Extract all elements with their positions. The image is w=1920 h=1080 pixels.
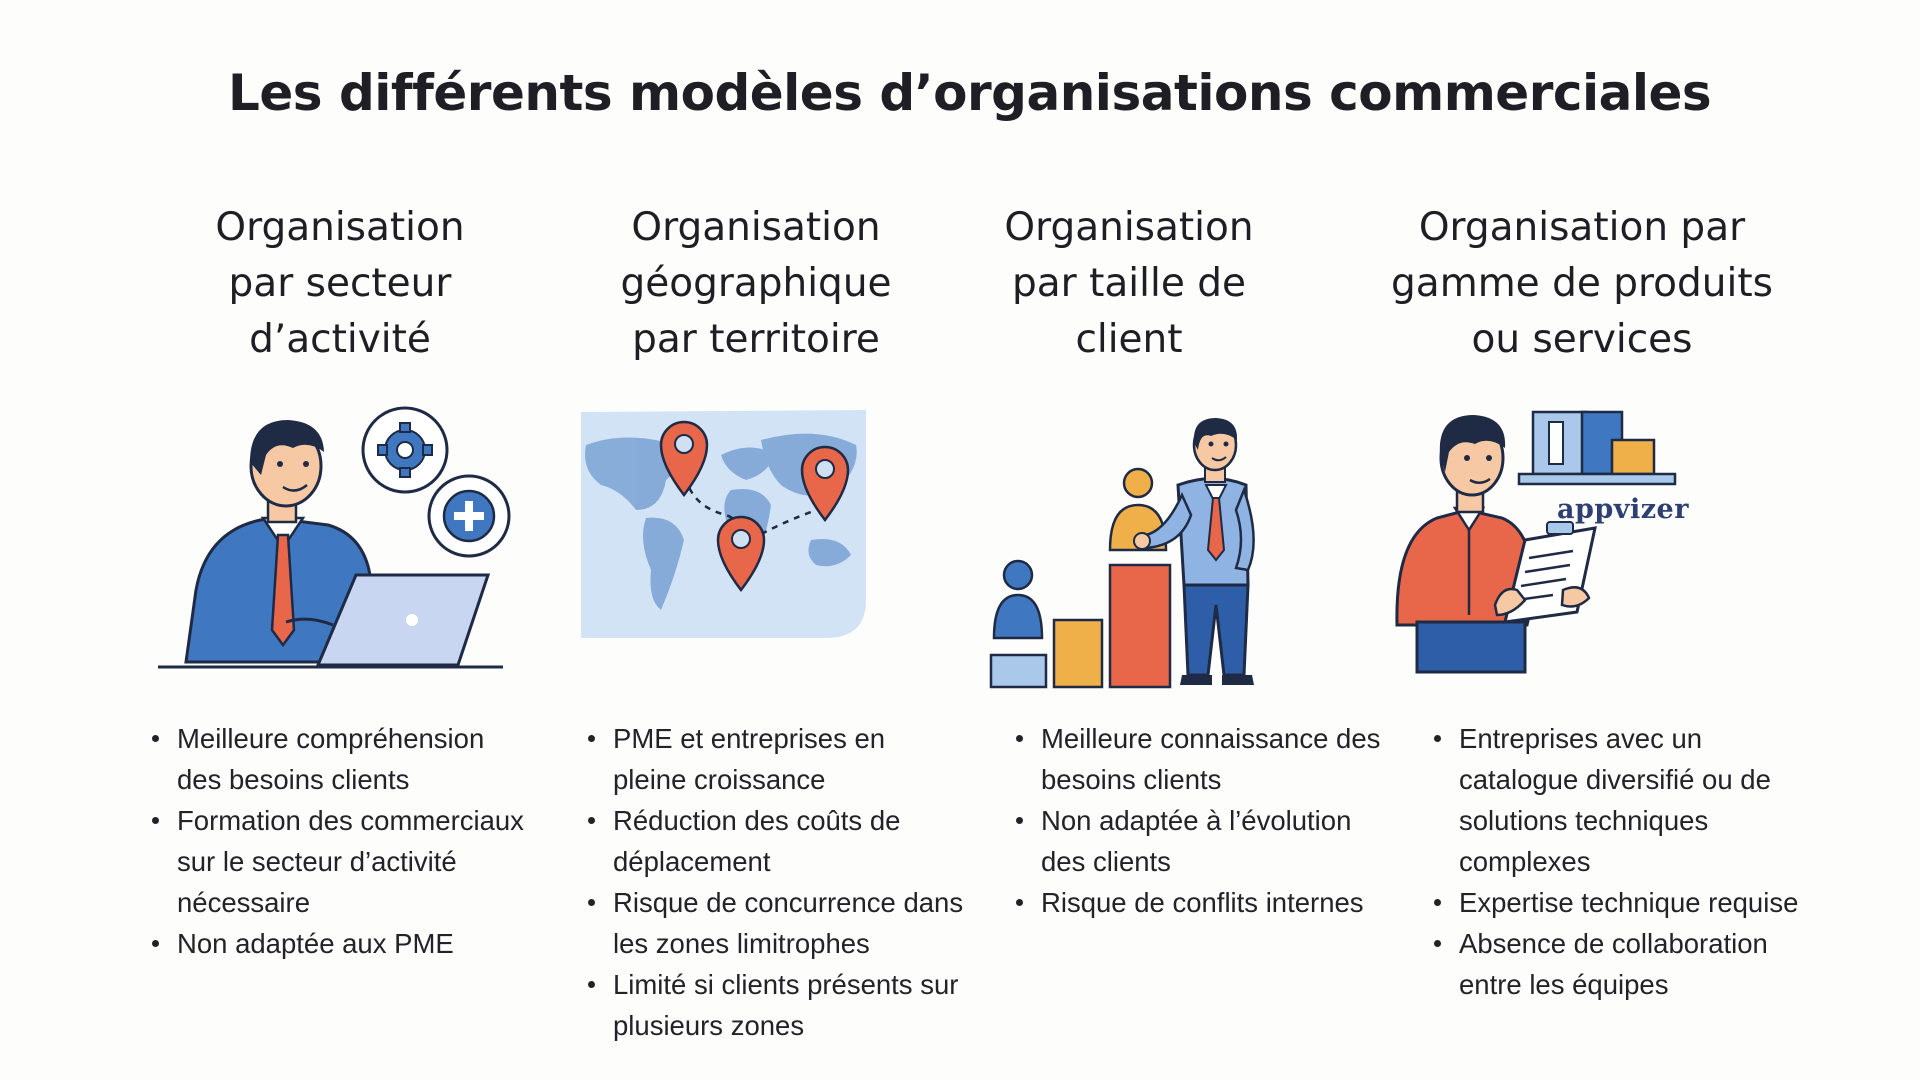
list-item: Entreprises avec un catalogue diversifié… — [1432, 718, 1812, 882]
list-item: Risque de conflits internes — [1014, 882, 1384, 923]
column-title-client-size: Organisation par taille de client — [1004, 205, 1254, 362]
list-item: Non adaptée aux PME — [150, 923, 530, 964]
location-pin-icon — [659, 420, 709, 498]
column-sector: Organisation par secteur d’activité — [150, 0, 530, 1080]
column-title-geographic: Organisation géographique par territoire — [620, 205, 892, 362]
column-product-range: Organisation par gamme de produits ou se… — [1391, 0, 1812, 1080]
column-client-size: Organisation par taille de client Meille… — [989, 0, 1384, 1080]
list-item: Réduction des coûts de déplacement — [586, 800, 966, 882]
geographic-bullets: PME et entreprises en pleine croissance … — [586, 718, 966, 1046]
location-pin-icon — [716, 515, 766, 593]
list-item: Expertise technique requise — [1432, 882, 1812, 923]
gear-icon — [377, 422, 433, 478]
list-item: Absence de collaboration entre les équip… — [1432, 923, 1812, 1005]
client-size-illustration — [989, 418, 1255, 689]
sector-illustration — [158, 406, 511, 669]
list-item: Risque de concurrence dans les zones lim… — [586, 882, 966, 964]
page-title: Les différents modèles d’organisations c… — [228, 64, 1712, 122]
column-title-product-range: Organisation par gamme de produits ou se… — [1391, 205, 1773, 362]
column-geographic: Organisation géographique par territoire… — [581, 0, 966, 1080]
world-map-illustration — [581, 410, 866, 638]
location-pin-icon — [800, 445, 850, 523]
client-size-bullets: Meilleure connaissance des besoins clien… — [1014, 718, 1384, 923]
column-title-sector: Organisation par secteur d’activité — [215, 205, 465, 362]
list-item: Meilleure connaissance des besoins clien… — [1014, 718, 1384, 800]
list-item: Formation des commerciaux sur le secteur… — [150, 800, 530, 923]
list-item: Meilleure compréhension des besoins clie… — [150, 718, 530, 800]
product-range-illustration: appvizer — [1395, 410, 1689, 674]
plus-icon — [442, 489, 496, 543]
list-item: PME et entreprises en pleine croissance — [586, 718, 966, 800]
appvizer-logo: appvizer — [1557, 494, 1689, 525]
list-item: Non adaptée à l’évolution des clients — [1014, 800, 1384, 882]
list-item: Limité si clients présents sur plusieurs… — [586, 964, 966, 1046]
product-range-bullets: Entreprises avec un catalogue diversifié… — [1432, 718, 1812, 1005]
sector-bullets: Meilleure compréhension des besoins clie… — [150, 718, 530, 964]
